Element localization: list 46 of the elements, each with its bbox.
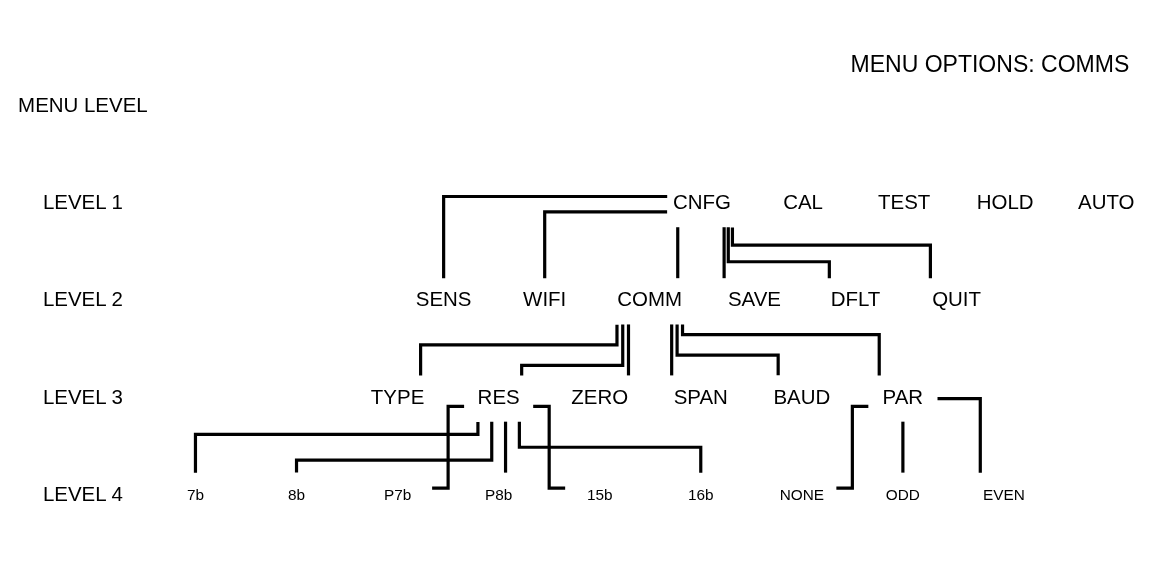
node-text: P8b <box>484 485 513 503</box>
connector <box>626 323 631 375</box>
connector <box>676 226 680 278</box>
node-text: ODD <box>885 485 920 503</box>
node-text: SAVE <box>727 286 782 310</box>
connector <box>503 421 508 473</box>
node-text: QUIT <box>932 286 982 310</box>
connector <box>730 227 932 278</box>
connector <box>442 194 668 278</box>
node-text: CNFG <box>673 189 732 213</box>
node-text: EVEN <box>983 485 1025 503</box>
label: LEVEL 2 <box>42 286 123 310</box>
node-text: ZERO <box>571 383 629 407</box>
node-text: P7b <box>383 485 412 503</box>
connector <box>543 209 668 278</box>
label: MENU LEVEL <box>18 92 148 116</box>
node-text: 7b <box>186 485 204 503</box>
label: HOLD <box>976 189 1034 213</box>
connector <box>722 226 726 278</box>
node-text: 16b <box>687 485 714 503</box>
node-text: BAUD <box>773 383 831 407</box>
label: LEVEL 4 <box>42 481 123 505</box>
label: LEVEL 3 <box>42 383 123 407</box>
connector <box>517 421 703 473</box>
label: CAL <box>783 189 824 213</box>
node-text: DFLT <box>830 286 881 310</box>
node-text: 8b <box>287 485 306 503</box>
connector <box>193 421 480 473</box>
label: AUTO <box>1078 189 1135 213</box>
label: TEST <box>878 189 931 213</box>
node-text: 15b <box>586 485 613 503</box>
connector <box>419 324 619 376</box>
node-text: SPAN <box>673 383 728 407</box>
node-text: WIFI <box>523 286 567 310</box>
node-text: COMM <box>617 286 682 310</box>
diagram-title: MENU OPTIONS: COMMS <box>850 50 1130 77</box>
node-text: TYPE <box>370 383 425 407</box>
node-text: PAR <box>882 383 924 407</box>
connector <box>680 324 881 376</box>
connector <box>937 396 982 473</box>
connector <box>901 421 905 473</box>
node-text: SENS <box>415 286 472 310</box>
label: LEVEL 1 <box>42 189 123 213</box>
node-text: NONE <box>779 485 824 503</box>
connector <box>670 323 674 375</box>
node-text: RES <box>477 383 520 407</box>
